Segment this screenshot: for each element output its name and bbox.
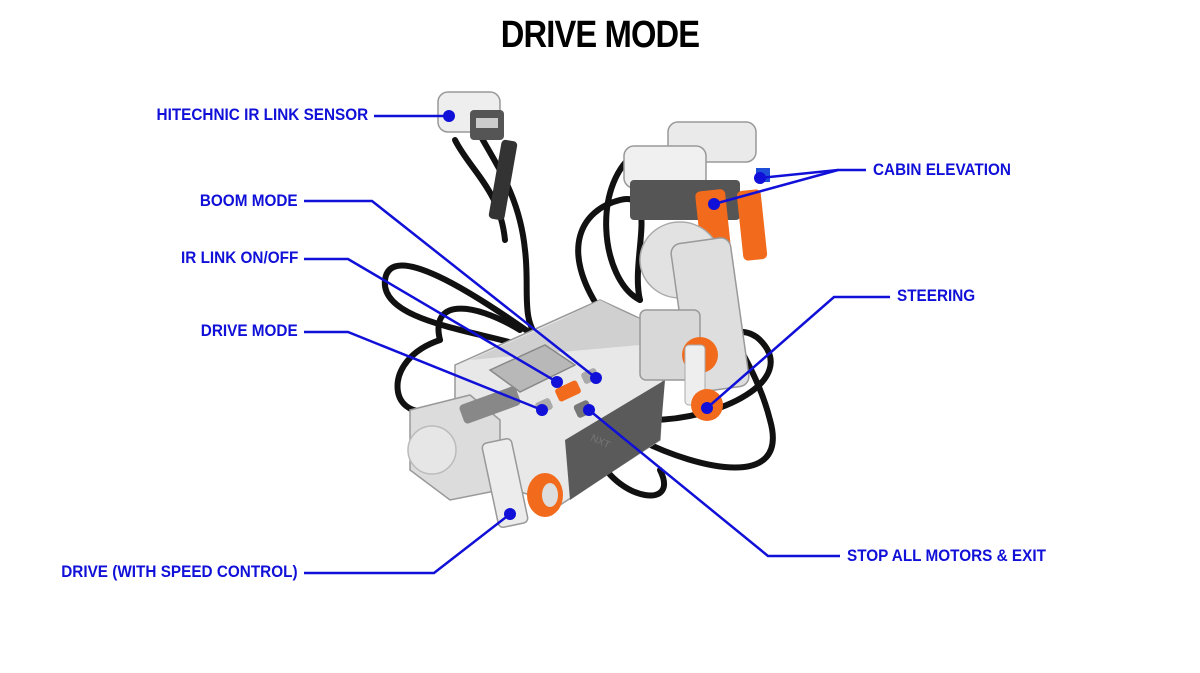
leader-stop-all bbox=[588, 409, 840, 558]
callout-ir-link-sensor: HITECHNIC IR LINK SENSOR bbox=[156, 105, 368, 124]
dot-stop-all bbox=[583, 404, 595, 416]
dot-steering bbox=[701, 402, 713, 414]
callout-drive-mode: DRIVE MODE bbox=[201, 321, 298, 340]
ir-link-sensor bbox=[437, 91, 518, 221]
dot-cabin-elevation-a bbox=[754, 172, 766, 184]
leader-drive-mode bbox=[304, 330, 543, 412]
cabin-assembly bbox=[623, 121, 770, 421]
page-title: DRIVE MODE bbox=[500, 14, 700, 56]
callout-boom-mode: BOOM MODE bbox=[200, 191, 298, 210]
leader-drive-speed bbox=[304, 513, 511, 575]
leader-lines bbox=[304, 114, 890, 575]
callout-dots bbox=[443, 110, 766, 520]
leader-steering bbox=[706, 295, 890, 409]
callout-stop-all: STOP ALL MOTORS & EXIT bbox=[847, 546, 1046, 565]
dot-cabin-elevation-b bbox=[708, 198, 720, 210]
leader-boom-mode bbox=[304, 199, 597, 379]
dot-boom-mode bbox=[590, 372, 602, 384]
callout-steering: STEERING bbox=[897, 286, 976, 305]
dot-ir-link-sensor bbox=[443, 110, 455, 122]
callout-cabin-elevation: CABIN ELEVATION bbox=[873, 160, 1011, 179]
drive-motor bbox=[407, 386, 563, 528]
leader-cabin-elevation-b bbox=[713, 168, 839, 206]
callout-ir-link-onoff: IR LINK ON/OFF bbox=[180, 248, 298, 267]
dot-ir-link-onoff bbox=[551, 376, 563, 388]
dot-drive-mode bbox=[536, 404, 548, 416]
leader-ir-link-onoff bbox=[304, 257, 558, 384]
dot-drive-speed bbox=[504, 508, 516, 520]
callout-drive-speed: DRIVE (WITH SPEED CONTROL) bbox=[61, 562, 298, 581]
